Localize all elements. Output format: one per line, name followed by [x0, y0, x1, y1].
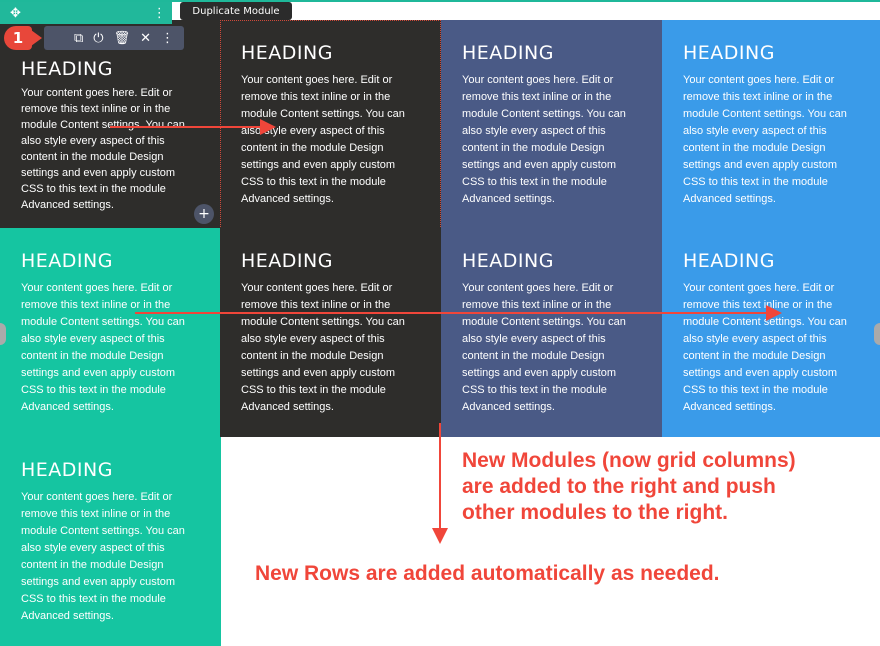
row-toolbar[interactable]: ✥ ⋮	[0, 2, 172, 24]
left-handle[interactable]	[0, 323, 6, 345]
duplicate-icon[interactable]: ⧉	[73, 30, 84, 46]
note-line: New Modules (now grid columns)	[462, 449, 796, 472]
module-heading: HEADING	[21, 58, 113, 80]
module-body: Your content goes here. Edit or remove t…	[241, 282, 405, 413]
module-body: Your content goes here. Edit or remove t…	[683, 282, 847, 413]
module-heading: HEADING	[21, 459, 113, 481]
module-heading: HEADING	[462, 250, 554, 272]
module-body: Your content goes here. Edit or remove t…	[241, 74, 405, 205]
close-icon[interactable]: ✕	[140, 30, 151, 46]
note-line: other modules to the right.	[462, 501, 728, 524]
text-module[interactable]: HEADING Your content goes here. Edit or r…	[0, 437, 221, 646]
trash-icon[interactable]: 🗑	[113, 30, 131, 46]
module-body: Your content goes here. Edit or remove t…	[462, 74, 626, 205]
module-body: Your content goes here. Edit or remove t…	[21, 87, 185, 211]
tooltip: Duplicate Module	[180, 2, 292, 20]
note-line: are added to the right and push	[462, 475, 776, 498]
text-module[interactable]: HEADING Your content goes here. Edit or r…	[220, 20, 441, 229]
module-heading: HEADING	[462, 42, 554, 64]
step-badge: 1	[4, 26, 42, 50]
text-module[interactable]: HEADING Your content goes here. Edit or r…	[441, 20, 662, 229]
power-icon[interactable]: ⏻	[93, 30, 104, 46]
module-heading: HEADING	[683, 42, 775, 64]
module-body: Your content goes here. Edit or remove t…	[683, 74, 847, 205]
rows-note: New Rows are added automatically as need…	[255, 562, 720, 585]
text-module[interactable]: HEADING Your content goes here. Edit or r…	[662, 20, 880, 229]
modules-note: New Modules (now grid columns) are added…	[462, 448, 796, 526]
module-grid: HEADING Your content goes here. Edit or r…	[0, 20, 880, 646]
module-body: Your content goes here. Edit or remove t…	[462, 282, 626, 413]
add-module-button[interactable]: +	[194, 204, 214, 224]
text-module[interactable]: HEADING Your content goes here. Edit or r…	[0, 228, 221, 437]
text-module[interactable]: HEADING Your content goes here. Edit or r…	[0, 20, 221, 229]
more-icon[interactable]: ⋮	[152, 5, 166, 21]
module-heading: HEADING	[241, 42, 333, 64]
move-icon[interactable]: ✥	[10, 5, 21, 21]
module-body: Your content goes here. Edit or remove t…	[21, 282, 185, 413]
text-module[interactable]: HEADING Your content goes here. Edit or r…	[220, 228, 441, 437]
text-module[interactable]: HEADING Your content goes here. Edit or r…	[441, 228, 662, 437]
right-handle[interactable]	[874, 323, 880, 345]
module-body: Your content goes here. Edit or remove t…	[21, 491, 185, 622]
module-heading: HEADING	[21, 250, 113, 272]
text-module[interactable]: HEADING Your content goes here. Edit or r…	[662, 228, 880, 437]
module-toolbar: ⧉ ⏻ 🗑 ✕ ⋮	[44, 26, 184, 50]
module-heading: HEADING	[241, 250, 333, 272]
more-icon[interactable]: ⋮	[161, 30, 174, 46]
module-heading: HEADING	[683, 250, 775, 272]
page-top-border	[0, 0, 880, 2]
